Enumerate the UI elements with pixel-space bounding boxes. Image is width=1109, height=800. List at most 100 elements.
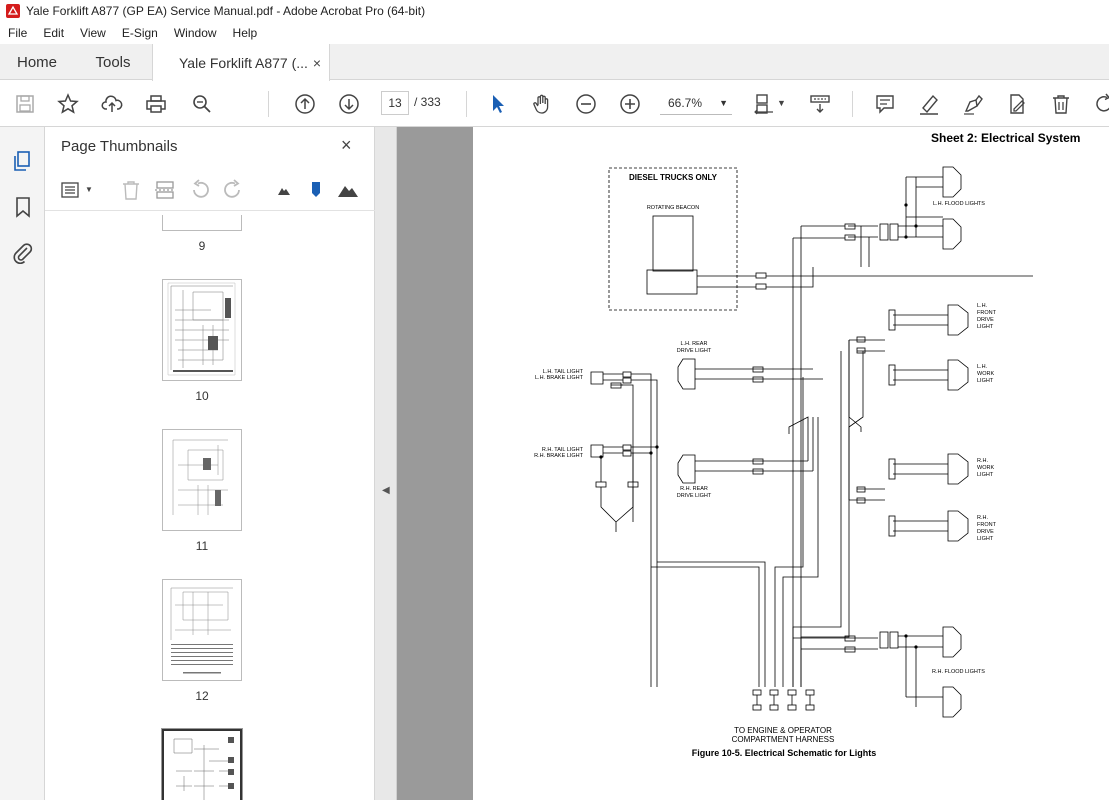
lh-rear-drive-line1: L.H. REAR [681, 341, 708, 347]
rh-front-drive-line4: LIGHT [977, 536, 994, 542]
menu-edit[interactable]: Edit [43, 26, 65, 40]
left-navigation-rail [0, 127, 45, 800]
lh-front-drive-line1: L.H. [977, 303, 988, 309]
menu-help[interactable]: Help [232, 26, 258, 40]
thumbnail-options-icon[interactable] [61, 179, 83, 201]
thumbnail-label: 11 [195, 539, 209, 553]
rh-rear-drive-line2: DRIVE LIGHT [677, 493, 712, 499]
diesel-label: DIESEL TRUCKS ONLY [629, 173, 718, 182]
tab-bar: Home Tools Yale Forklift A877 (... × [0, 44, 1109, 81]
lh-work-line3: LIGHT [977, 378, 994, 384]
rh-work-line1: R.H. [977, 458, 988, 464]
next-page-icon[interactable] [337, 92, 361, 116]
lh-flood-label: L.H. FLOOD LIGHTS [933, 201, 985, 207]
page-number-input[interactable]: 13 [381, 91, 409, 115]
document-viewer[interactable]: Sheet 2: Electrical System [397, 127, 1109, 800]
thumbnail-label: 9 [198, 239, 206, 253]
zoom-search-icon[interactable] [190, 92, 214, 116]
thumbnail-page-10[interactable] [162, 279, 242, 381]
edit-pdf-icon[interactable] [1005, 92, 1029, 116]
thumbnail-image [170, 587, 233, 674]
tab-close-icon[interactable]: × [312, 54, 321, 71]
sign-pen-icon[interactable] [961, 92, 985, 116]
thumbnail-image [172, 439, 228, 515]
lh-front-drive-line3: DRIVE [977, 317, 994, 323]
chevron-down-icon[interactable]: ▼ [777, 98, 786, 108]
highlight-pen-icon[interactable] [917, 92, 941, 116]
lh-tail-line1: L.H. TAIL LIGHT [543, 369, 584, 375]
scroll-mode-icon[interactable] [808, 92, 832, 116]
tab-document[interactable]: Yale Forklift A877 (... × [152, 44, 330, 81]
comment-icon[interactable] [873, 92, 897, 116]
collapse-panel-icon[interactable]: ◀ [382, 485, 390, 496]
print-icon[interactable] [144, 92, 168, 116]
rotate-right-icon[interactable] [222, 179, 244, 201]
thumbnail-page-12[interactable] [162, 579, 242, 681]
window-title: Yale Forklift A877 (GP EA) Service Manua… [26, 4, 426, 18]
lh-front-drive-line2: FRONT [977, 310, 997, 316]
chevron-down-icon[interactable]: ▼ [85, 185, 93, 194]
thumbnail-list: 9 10 11 [45, 215, 355, 800]
thumbnail-page-9[interactable] [162, 215, 242, 231]
zoom-level-select[interactable]: 66.7% ▼ [660, 91, 732, 115]
rh-front-drive-line1: R.H. [977, 515, 988, 521]
thumbnail-size-small-icon[interactable] [273, 179, 295, 201]
lh-work-line1: L.H. [977, 364, 988, 370]
thumbnail-size-large-icon[interactable] [337, 179, 359, 201]
thumbnail-image [173, 737, 234, 800]
page-thumbnails-icon[interactable] [11, 149, 35, 173]
extract-page-icon[interactable] [154, 179, 176, 201]
panel-title: Page Thumbnails [61, 138, 178, 155]
zoom-level-value: 66.7% [668, 95, 703, 110]
lh-front-drive-line4: LIGHT [977, 324, 994, 330]
tab-home[interactable]: Home [16, 53, 57, 71]
pdf-page: Sheet 2: Electrical System [473, 127, 1109, 800]
delete-icon[interactable] [1049, 92, 1073, 116]
thumbnail-label: 10 [195, 389, 209, 403]
tab-tools[interactable]: Tools [95, 53, 131, 71]
rh-work-line3: LIGHT [977, 472, 994, 478]
rh-rear-drive-line1: R.H. REAR [680, 486, 708, 492]
hand-tool-icon[interactable] [530, 92, 554, 116]
menu-esign[interactable]: E-Sign [121, 26, 158, 40]
select-cursor-icon[interactable] [486, 92, 510, 116]
electrical-schematic: DIESEL TRUCKS ONLY ROTATING BEACON L.H. … [534, 166, 1033, 758]
previous-page-icon[interactable] [293, 92, 317, 116]
lh-tail-line2: L.H. BRAKE LIGHT [535, 375, 584, 381]
chevron-down-icon: ▼ [719, 97, 728, 108]
sheet-title: Sheet 2: Electrical System [931, 131, 1081, 145]
delete-page-icon[interactable] [120, 179, 142, 201]
rh-flood-label: R.H. FLOOD LIGHTS [932, 669, 985, 675]
title-bar: Yale Forklift A877 (GP EA) Service Manua… [0, 0, 1109, 22]
panel-splitter[interactable]: ◀ [375, 127, 397, 800]
thumbnail-page-13[interactable] [161, 728, 243, 800]
menu-view[interactable]: View [80, 26, 106, 40]
zoom-out-icon[interactable] [574, 92, 598, 116]
main-toolbar: 13 / 333 66.7% ▼ ▼ [0, 81, 1109, 127]
rh-front-drive-line3: DRIVE [977, 529, 994, 535]
page-fit-icon[interactable] [752, 92, 776, 116]
rh-front-drive-line2: FRONT [977, 522, 997, 528]
harness-line1: TO ENGINE & OPERATOR [734, 726, 832, 735]
thumbnail-page-11[interactable] [162, 429, 242, 531]
rotate-icon[interactable] [1092, 92, 1109, 116]
rh-tail-line2: R.H. BRAKE LIGHT [534, 453, 584, 459]
menu-window[interactable]: Window [173, 26, 217, 40]
rh-tail-line1: R.H. TAIL LIGHT [542, 447, 584, 453]
tab-document-label: Yale Forklift A877 (... [179, 54, 308, 71]
attachments-icon[interactable] [11, 241, 35, 265]
bookmarks-icon[interactable] [11, 195, 35, 219]
save-icon[interactable] [13, 92, 37, 116]
thumbnail-image [167, 282, 236, 376]
harness-line2: COMPARTMENT HARNESS [732, 735, 835, 744]
bookmark-star-icon[interactable] [56, 92, 80, 116]
zoom-in-icon[interactable] [618, 92, 642, 116]
menu-file[interactable]: File [8, 26, 28, 40]
upload-cloud-icon[interactable] [100, 92, 124, 116]
rotate-left-icon[interactable] [189, 179, 211, 201]
thumbnail-label: 12 [195, 689, 209, 703]
page-total: / 333 [414, 95, 441, 109]
thumbnail-size-slider-icon[interactable] [305, 179, 327, 201]
lh-rear-drive-line2: DRIVE LIGHT [677, 348, 712, 354]
panel-close-icon[interactable]: × [341, 135, 352, 155]
